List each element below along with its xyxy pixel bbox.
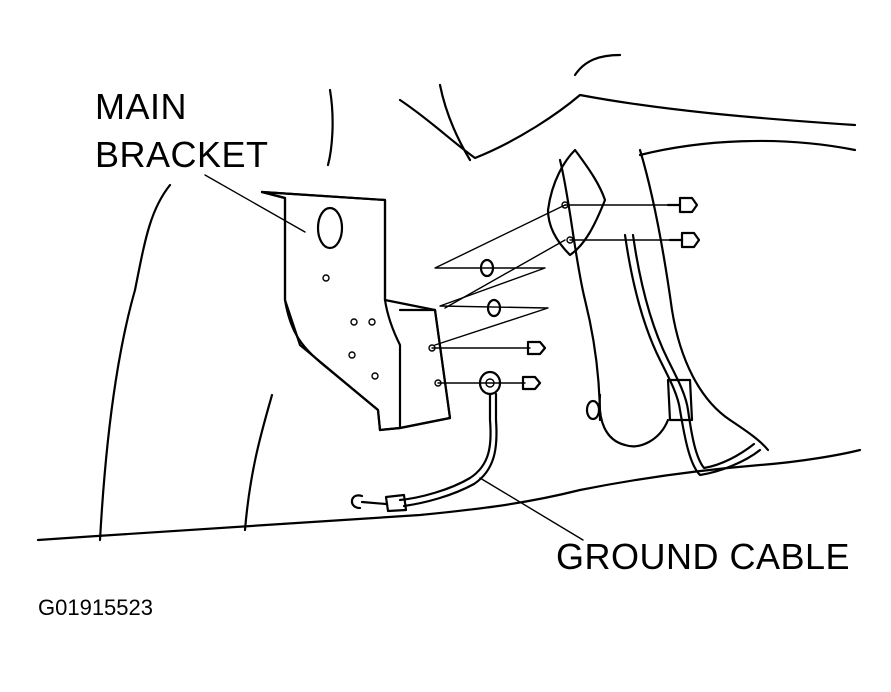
main-bracket	[260, 190, 452, 432]
figure-code: G01915523	[38, 595, 153, 620]
nut-2	[486, 298, 502, 318]
vehicle-body-outline	[36, 53, 862, 542]
nut-1	[479, 258, 495, 278]
leader-lines	[204, 174, 584, 541]
fasteners	[479, 196, 701, 391]
assembly-guide-lines	[431, 204, 683, 384]
upper-bolt-2	[668, 231, 701, 249]
wiring-harness	[585, 233, 762, 477]
body-mount-bracket	[546, 148, 607, 257]
upper-bolt-1	[666, 196, 699, 214]
lower-bolt-1	[526, 340, 547, 356]
ground-cable	[350, 370, 502, 513]
ground-cable-label: GROUND CABLE	[556, 536, 851, 577]
lower-bolt-2	[521, 375, 542, 391]
main-bracket-label-line1: MAIN	[95, 86, 187, 127]
main-bracket-label-line2: BRACKET	[95, 134, 269, 175]
